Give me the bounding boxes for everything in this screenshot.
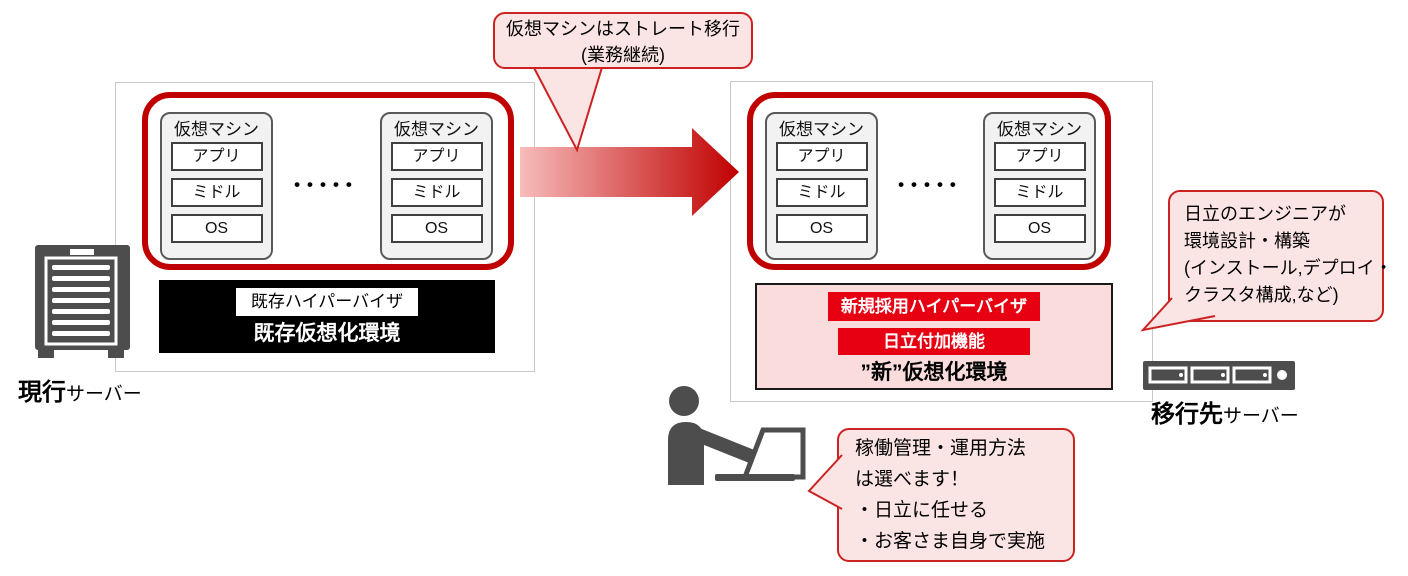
vm-layer-middleware: ミドル	[170, 178, 263, 207]
current-server-name: 現行	[18, 379, 66, 406]
top-callout-tail	[531, 63, 604, 153]
engineer-callout: 日立のエンジニアが 環境設計・構築 (インストール,デプロイ・ クラスタ構成,な…	[1168, 190, 1393, 322]
vm-layer-app: アプリ	[390, 142, 483, 171]
vm-title: 仮想マシン	[997, 120, 1082, 139]
callout-line: 稼働管理・運用方法	[855, 438, 1027, 459]
legacy-environment-label: 既存仮想化環境	[253, 322, 401, 345]
vm-card: 仮想マシン アプリ ミドル OS	[983, 112, 1096, 260]
engineer-callout-tail	[1140, 297, 1216, 332]
vm-layer-middleware: ミドル	[993, 178, 1086, 207]
legacy-hypervisor-label: 既存ハイパーバイザ	[236, 288, 418, 316]
callout-line: 仮想マシンはストレート移行	[506, 19, 740, 39]
vm-layer-os: OS	[775, 214, 868, 243]
callout-line: クラスタ構成,など)	[1184, 285, 1339, 305]
vm-title: 仮想マシン	[394, 120, 479, 139]
vm-title: 仮想マシン	[779, 120, 864, 139]
new-environment-label: ”新”仮想化環境	[860, 361, 1008, 384]
vm-layer-app: アプリ	[775, 142, 868, 171]
vm-layer-app: アプリ	[170, 142, 263, 171]
callout-line: 環境設計・構築	[1184, 231, 1310, 251]
vm-layer-os: OS	[170, 214, 263, 243]
destination-server-suffix: サーバー	[1223, 406, 1299, 427]
current-server-suffix: サーバー	[66, 384, 142, 405]
vm-layer-os: OS	[993, 214, 1086, 243]
vm-layer-middleware: ミドル	[775, 178, 868, 207]
hitachi-addon-bar: 日立付加機能	[838, 328, 1030, 355]
new-hypervisor-bar: 新規採用ハイパーバイザ	[828, 292, 1040, 321]
callout-line: (インストール,デプロイ・	[1184, 258, 1393, 278]
vm-card: 仮想マシン アプリ ミドル OS	[380, 112, 493, 260]
operation-callout-tail	[807, 454, 843, 510]
migration-arrow	[520, 128, 739, 216]
legacy-environment-box: 既存ハイパーバイザ 既存仮想化環境	[159, 280, 495, 353]
straight-migration-callout: 仮想マシンはストレート移行 (業務継続)	[493, 12, 753, 69]
ellipsis-dots: •••••	[898, 175, 963, 194]
vm-layer-os: OS	[390, 214, 483, 243]
callout-line: ・日立に任せる	[855, 500, 989, 521]
callout-line: (業務継続)	[581, 45, 665, 65]
person-with-laptop-icon	[668, 386, 806, 485]
ellipsis-dots: •••••	[294, 175, 359, 194]
destination-server-label: 移行先サーバー	[1151, 394, 1299, 429]
current-server-label: 現行サーバー	[18, 372, 142, 407]
destination-server-name: 移行先	[1151, 401, 1223, 428]
vm-card: 仮想マシン アプリ ミドル OS	[160, 112, 273, 260]
vm-card: 仮想マシン アプリ ミドル OS	[765, 112, 878, 260]
operation-callout: 稼働管理・運用方法 は選べます！ ・日立に任せる ・お客さま自身で実施	[837, 428, 1075, 562]
new-environment-box: 新規採用ハイパーバイザ 日立付加機能 ”新”仮想化環境	[755, 283, 1113, 390]
vm-title: 仮想マシン	[174, 120, 259, 139]
tower-server-icon	[35, 245, 130, 358]
vm-layer-middleware: ミドル	[390, 178, 483, 207]
callout-line: は選べます！	[855, 469, 970, 490]
vm-layer-app: アプリ	[993, 142, 1086, 171]
callout-line: 日立のエンジニアが	[1184, 204, 1346, 224]
callout-line: ・お客さま自身で実施	[855, 531, 1046, 552]
rack-server-icon	[1143, 361, 1295, 390]
